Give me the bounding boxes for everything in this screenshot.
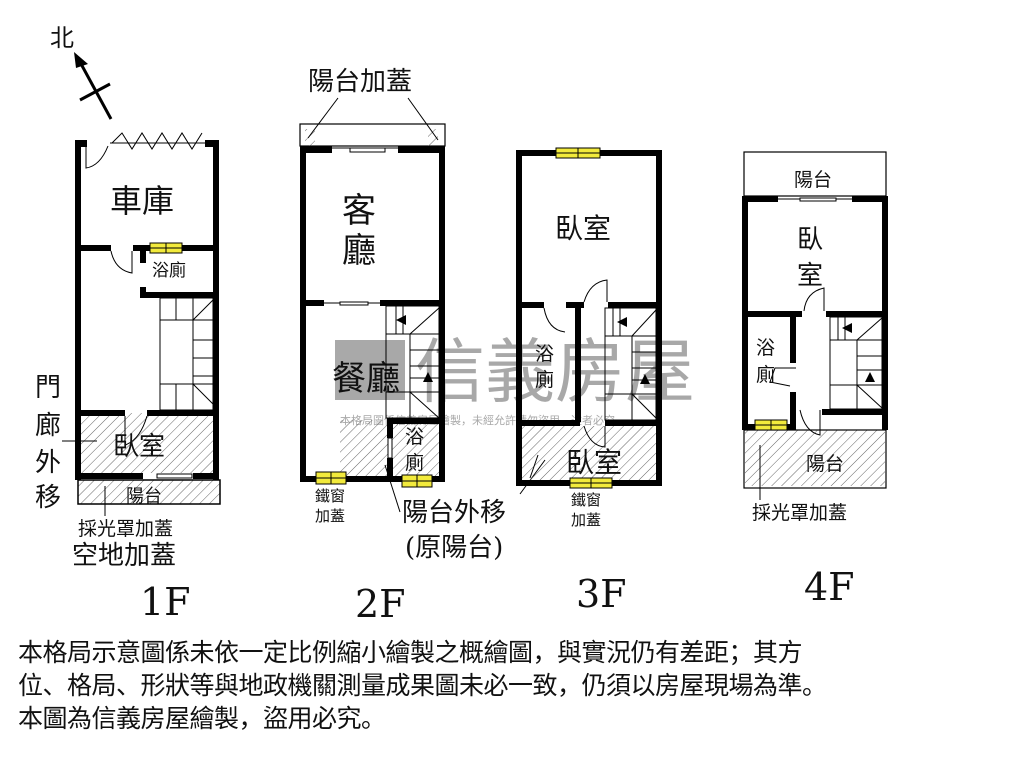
4f-bath-label-2: 廁 bbox=[756, 363, 775, 386]
floor-1f: 浴廁 車庫 臥室 陽台 門 廊 外 移 bbox=[35, 132, 221, 624]
svg-text:移: 移 bbox=[35, 483, 61, 513]
2f-living-label-1: 客 bbox=[342, 191, 376, 231]
disclaimer-line-2: 位、格局、形狀等與地政機關測量成果圖未必一致，仍須以房屋現場為準。 bbox=[18, 671, 827, 700]
3f-bedroom-front-label: 臥室 bbox=[555, 212, 611, 245]
4f-bedroom-label-2: 室 bbox=[797, 261, 823, 291]
disclaimer-line-1: 本格局示意圖係未依一定比例縮小繪製之概繪圖，與實況仍有差距；其方 bbox=[18, 638, 803, 667]
2f-iron-window-label-2: 加蓋 bbox=[315, 507, 345, 525]
1f-balcony bbox=[77, 479, 221, 505]
1f-balcony-label: 陽台 bbox=[126, 486, 162, 507]
4f-skylight-annotation: 採光罩加蓋 bbox=[752, 502, 847, 524]
watermark-text: 信義房屋 bbox=[415, 331, 695, 413]
3f-iron-window-label-2: 加蓋 bbox=[571, 511, 601, 529]
1f-garage-label: 車庫 bbox=[110, 182, 174, 220]
floor-plan-diagram: 北 信義房屋 本格局圖係信義房屋繪製，未經允許請勿盜用，違者必究 浴廁 車庫 bbox=[35, 24, 888, 626]
1f-bath-label: 浴廁 bbox=[152, 260, 186, 281]
svg-text:門: 門 bbox=[35, 373, 61, 403]
2f-living-label-2: 廳 bbox=[342, 231, 376, 271]
1f-bedroom-hatch bbox=[80, 413, 216, 473]
1f-open-space-annotation: 空地加蓋 bbox=[72, 541, 176, 571]
4f-bedroom-label-1: 臥 bbox=[797, 225, 823, 255]
disclaimer-line-3: 本圖為信義房屋繪製，盜用必究。 bbox=[18, 704, 386, 733]
1f-floor-label: 1F bbox=[140, 580, 191, 624]
floor-2f: 陽台加蓋 客 廳 餐廳 bbox=[299, 67, 546, 626]
4f-balcony-back-label: 陽台 bbox=[806, 453, 844, 475]
4f-bath-label-1: 浴 bbox=[756, 337, 775, 359]
2f-floor-label: 2F bbox=[355, 582, 406, 626]
4f-balcony-front-label: 陽台 bbox=[794, 169, 832, 191]
1f-stairs bbox=[159, 297, 214, 411]
2f-iron-window-label-1: 鐵窗 bbox=[315, 487, 345, 505]
disclaimer-text: 本格局示意圖係未依一定比例縮小繪製之概繪圖，與實況仍有差距；其方 位、格局、形狀… bbox=[18, 636, 1008, 735]
4f-stairs bbox=[829, 316, 883, 410]
1f-bedroom-label: 臥室 bbox=[113, 432, 165, 462]
3f-bath-label-2: 廁 bbox=[535, 368, 554, 391]
4f-floor-label: 4F bbox=[804, 565, 855, 609]
2f-original-balcony-annotation: (原陽台) bbox=[405, 533, 503, 563]
2f-balcony-moved-annotation: 陽台外移 bbox=[402, 498, 506, 528]
3f-floor-label: 3F bbox=[576, 572, 627, 616]
3f-bedroom-back-label: 臥室 bbox=[566, 446, 622, 479]
3f-iron-window-label-1: 鐵窗 bbox=[571, 491, 601, 509]
1f-porch-moved-annotation: 門 廊 外 移 bbox=[35, 373, 61, 513]
north-arrow-icon: 北 bbox=[50, 24, 113, 120]
3f-bath-label-1: 浴 bbox=[535, 343, 554, 365]
2f-bath-label-1: 浴 bbox=[405, 426, 424, 448]
svg-text:廊: 廊 bbox=[35, 411, 61, 441]
floor-4f: 陽台 臥 室 浴 廁 bbox=[742, 151, 888, 609]
svg-text:外: 外 bbox=[35, 448, 61, 478]
1f-skylight-annotation: 採光罩加蓋 bbox=[78, 518, 173, 540]
2f-balcony-cover-annotation: 陽台加蓋 bbox=[308, 67, 412, 97]
compass-north-label: 北 bbox=[50, 24, 74, 52]
2f-dining-label: 餐廳 bbox=[332, 359, 400, 399]
floor-3f: 臥室 浴 廁 臥室 bbox=[516, 147, 662, 616]
2f-bath-label-2: 廁 bbox=[405, 451, 424, 474]
